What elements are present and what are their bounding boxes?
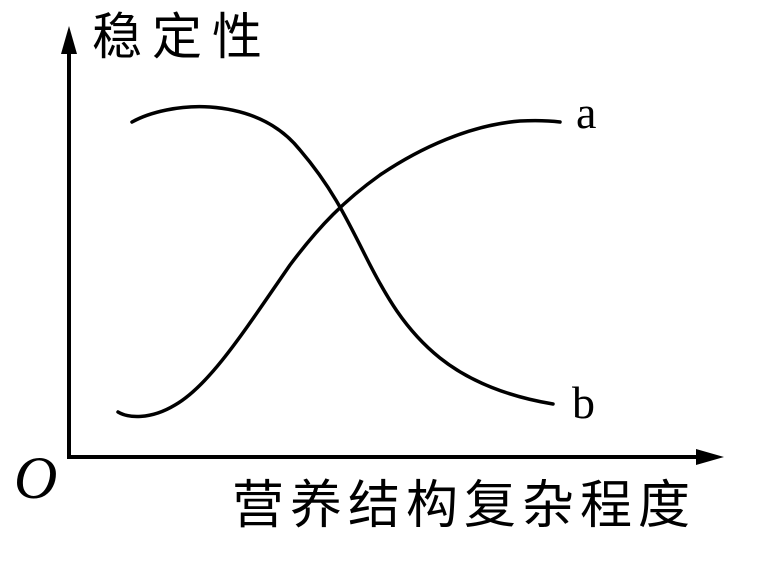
- x-axis-arrow-icon: [696, 449, 724, 465]
- y-axis-label: 稳定性: [92, 8, 272, 66]
- series-label-b: b: [572, 377, 595, 428]
- x-axis-label: 营养结构复杂程度: [232, 476, 697, 536]
- origin-label: O: [14, 445, 58, 511]
- curve-a: [116, 118, 562, 419]
- y-axis-arrow-icon: [61, 26, 77, 54]
- series-label-a: a: [576, 87, 597, 138]
- curve-b: [130, 104, 555, 406]
